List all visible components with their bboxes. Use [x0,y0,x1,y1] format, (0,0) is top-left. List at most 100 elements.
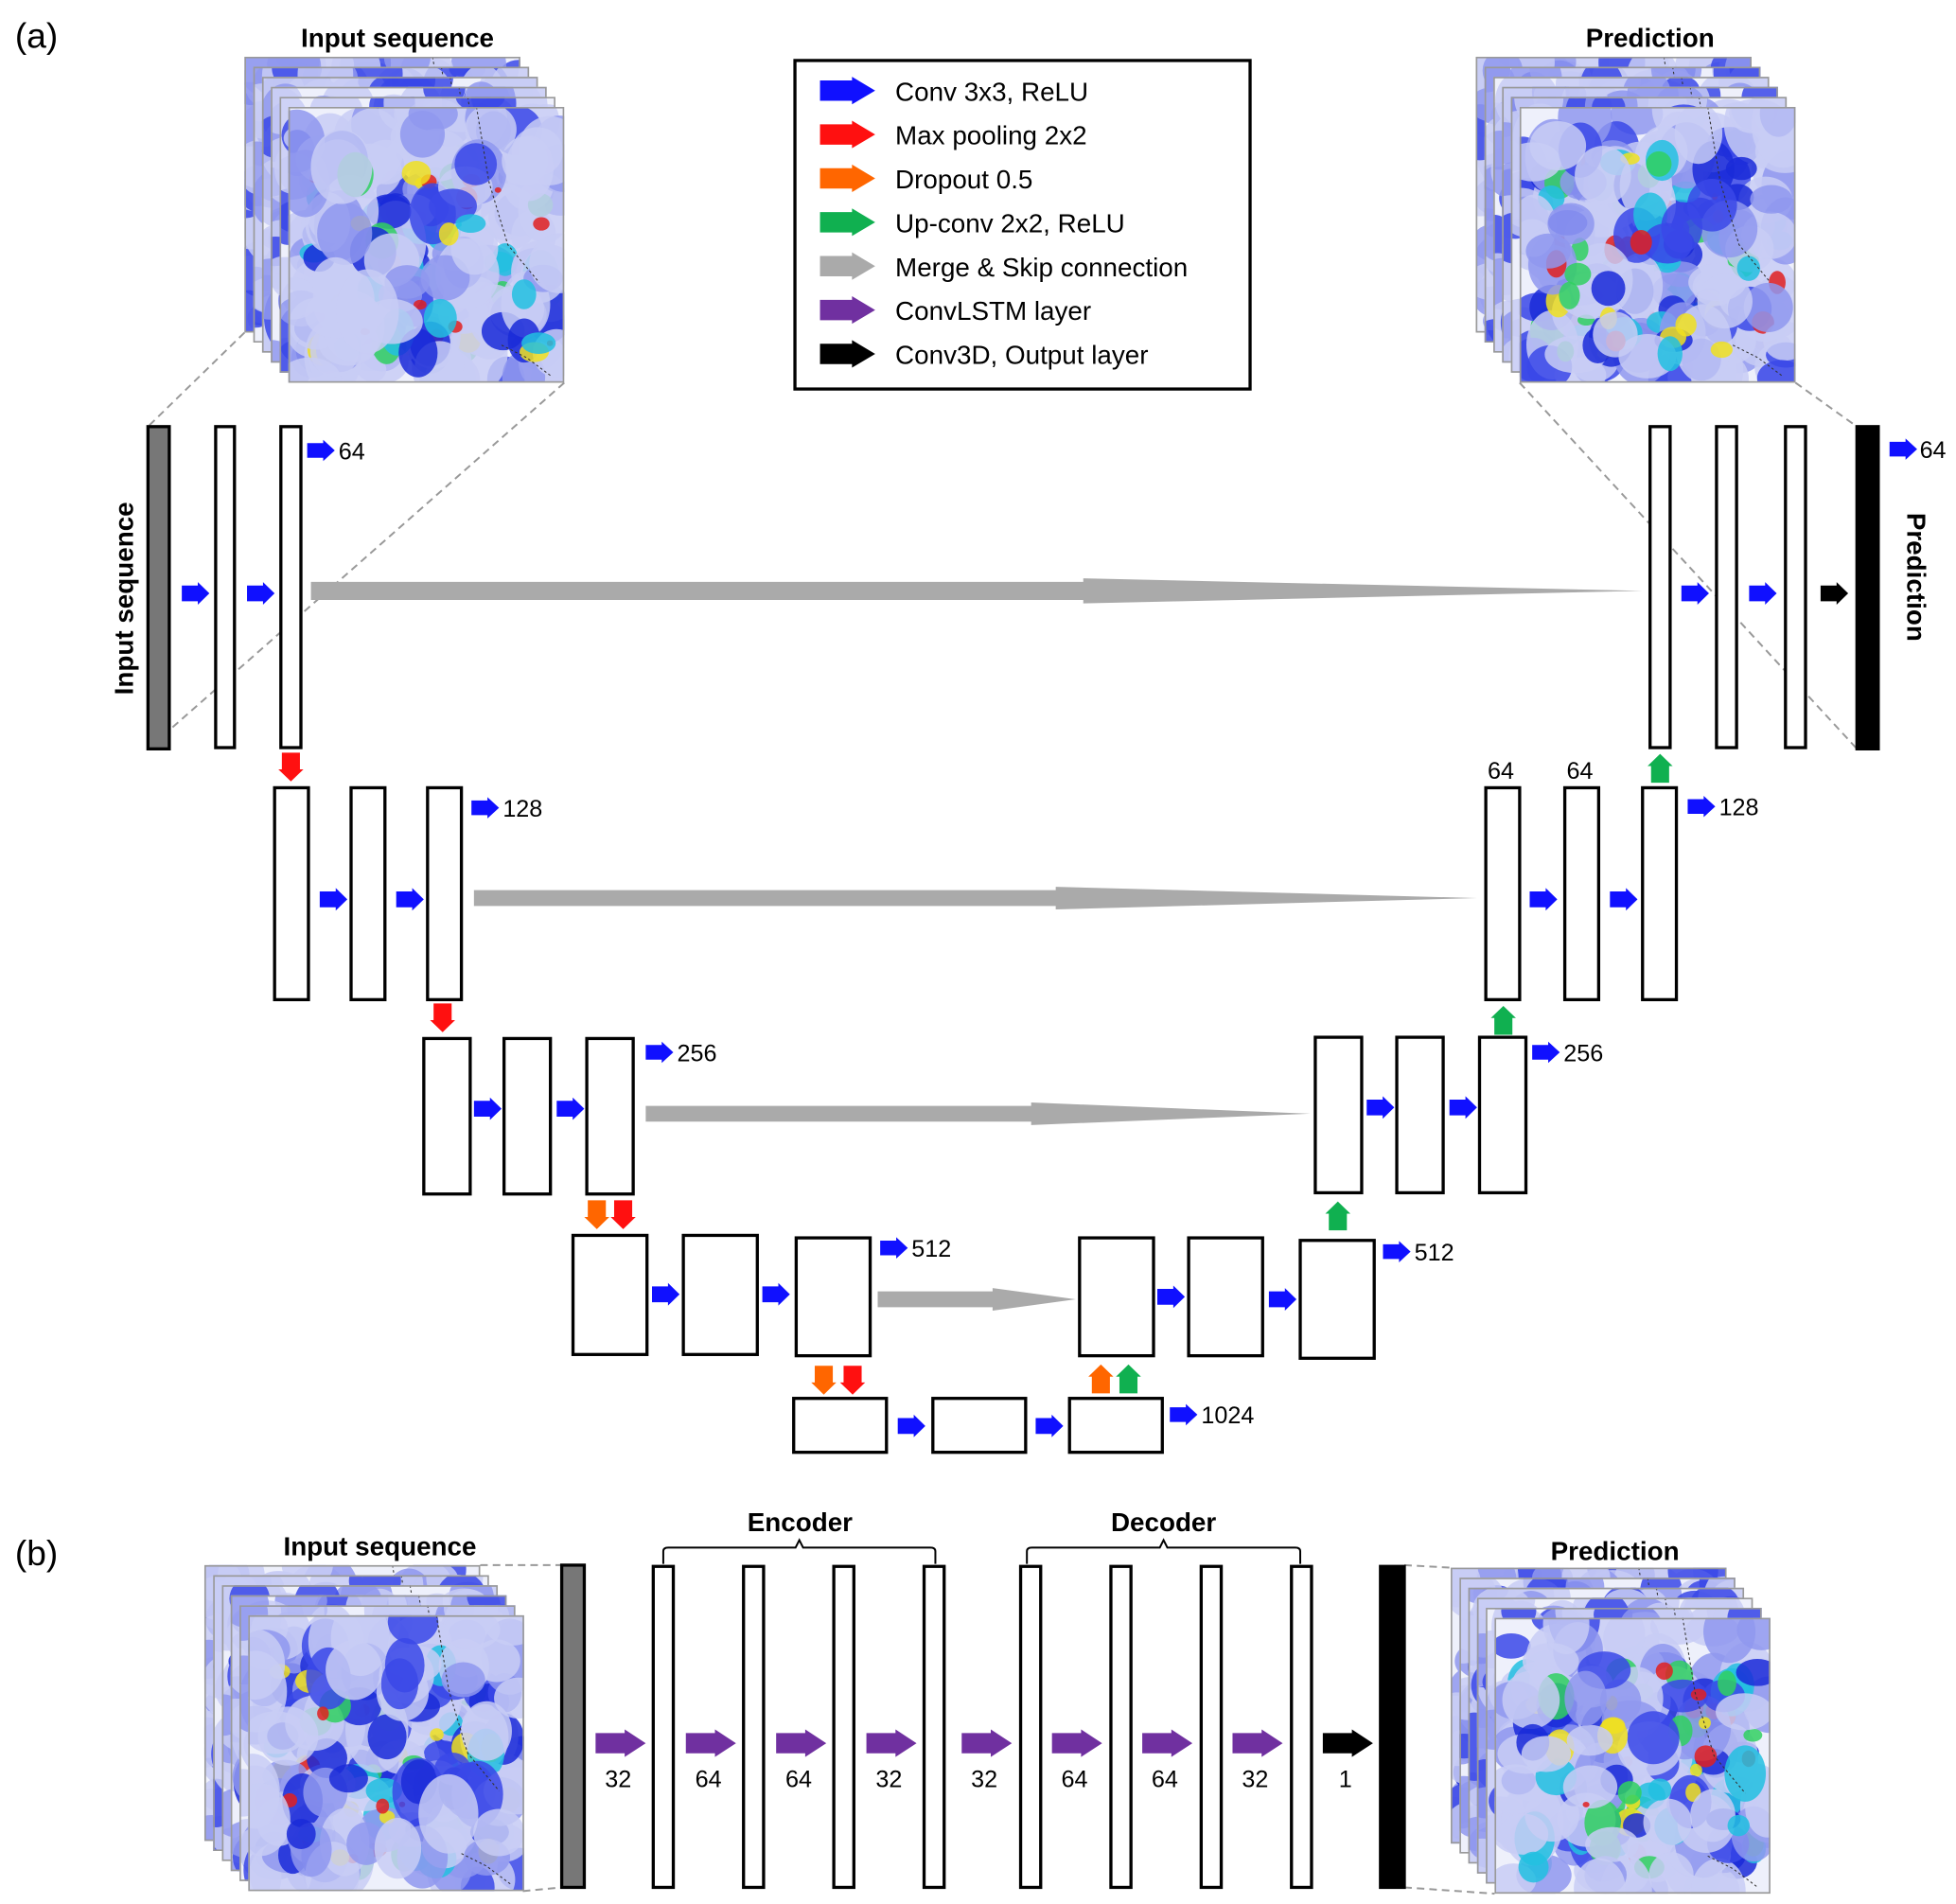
arrow-icon [1035,1414,1064,1437]
arrow-icon [396,888,424,911]
radar-echo [444,1614,501,1650]
layer-box [1298,1239,1376,1360]
layer-box [1313,1035,1364,1195]
label: 128 [1719,795,1759,821]
radar-echo [317,202,373,265]
prediction-side-label: Prediction [1901,513,1930,642]
radar-echo [1529,121,1587,171]
radar-echo [1751,106,1796,168]
radar-echo [384,1638,425,1693]
layer-box [214,425,237,749]
radar-echo [361,139,411,185]
layer-box [1477,1035,1528,1195]
layer-box [279,425,303,749]
legend-arrow-icon [819,164,875,193]
arrow-icon [880,1237,908,1259]
arrow-icon [278,752,304,782]
arrow-icon [471,797,500,819]
input-sequence-title: Input sequence [301,23,494,52]
arrow-icon [811,1366,837,1395]
legend-arrow-icon [819,120,875,149]
radar-echo [310,129,373,204]
radar-echo [1756,360,1796,383]
legend-item-label: Merge & Skip connection [895,253,1188,282]
arrow-icon [584,1200,609,1229]
skip-connection-arrow [877,1288,1076,1311]
layer-box [1715,425,1738,749]
legend-item-label: Dropout 0.5 [895,165,1032,194]
radar-echo [1559,281,1580,309]
radar-echo [455,214,486,234]
radar-echo [521,332,556,354]
layer-box [1562,785,1601,1002]
frame-border [288,106,565,383]
radar-echo [1736,256,1761,281]
frame-border [248,1614,524,1892]
radar-echo [473,1808,524,1857]
arrow-icon [430,1003,455,1032]
coastline [435,1614,512,1886]
radar-echo [1646,150,1672,177]
radar-echo [414,299,427,310]
legend-arrow-icon [819,77,875,105]
skip-connection-arrow [645,1102,1311,1125]
label: 1024 [1201,1402,1254,1429]
radar-echo [328,1764,368,1793]
arrow-icon [1325,1201,1351,1231]
projection-line [1794,381,1858,428]
radar-echo [423,298,457,338]
legend-arrow-icon [819,208,875,237]
input-radar-stack [244,56,565,383]
radar-echo [336,269,399,354]
label: 64 [339,438,365,465]
radar-echo [248,1783,291,1857]
radar-echo [430,1728,444,1741]
radar-echo [494,186,502,193]
label: 64 [1488,758,1514,785]
input-sequence-title-b: Input sequence [283,1531,476,1560]
radar-echo [387,1614,439,1645]
legend-arrow-icon [819,340,875,368]
arrow-icon [652,1282,680,1306]
output-layer [1855,425,1880,751]
radar-frame [288,106,565,383]
layer-box [681,1233,759,1356]
radar-echo [438,222,459,246]
arrow-icon [1820,582,1849,605]
label: 512 [1415,1240,1454,1266]
layer-box [1067,1397,1164,1454]
layer-box [273,785,310,1002]
radar-echo [1547,203,1595,245]
layer-box [585,1036,635,1196]
radar-echo [450,220,499,275]
layer-box [792,1397,889,1454]
layer-box [1484,785,1522,1002]
radar-echo [1525,233,1571,269]
layer-box [1187,1236,1264,1358]
layer-box [426,785,464,1002]
arrow-icon [1529,888,1558,911]
legend-item-label: Max pooling 2x2 [895,121,1087,150]
radar-echo [1564,262,1592,286]
arrow-icon [1268,1288,1297,1311]
radar-echo [441,1662,485,1698]
legend-arrow-icon [819,296,875,325]
projection-line [147,331,246,428]
radar-echo [367,1714,407,1760]
radar-echo [1725,156,1757,181]
radar-echo [398,328,438,378]
radar-echo [1675,313,1697,337]
layer-box [1648,425,1672,749]
radar-echo [418,1773,479,1854]
layer-box [349,785,387,1002]
arrow-icon [1681,582,1709,605]
radar-echo [248,1629,286,1701]
prediction-radar-stack [1475,56,1796,383]
layer-box [571,1233,649,1356]
radar-echo [257,1706,319,1766]
frame-border [1519,106,1796,383]
arrow-icon [1648,753,1673,784]
input-sequence-side-label: Input sequence [109,502,138,695]
radar-echo [401,161,432,186]
panel-a-label: (a) [15,16,58,56]
